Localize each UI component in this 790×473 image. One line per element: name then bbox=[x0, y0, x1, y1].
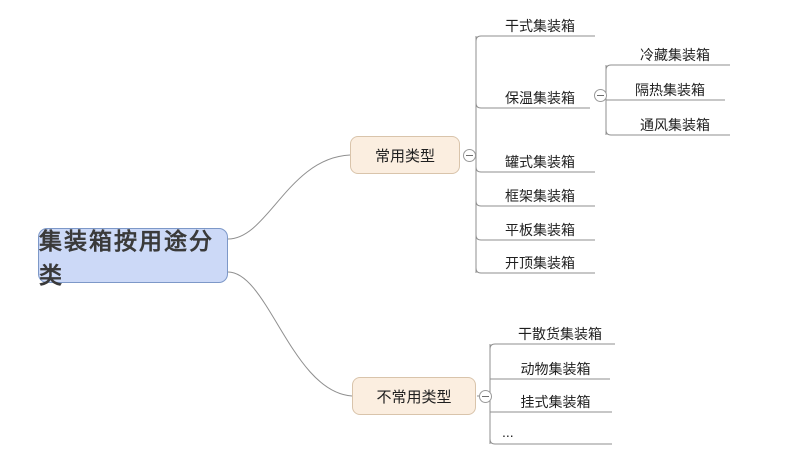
edge-common-child-1 bbox=[475, 35, 595, 42]
edge-root-to-uncommon bbox=[227, 271, 353, 397]
leaf-node-ventilated[interactable]: 通风集装箱 bbox=[620, 115, 730, 135]
leaf-node-more[interactable]: ... bbox=[502, 424, 542, 440]
leaf-node-dry-label: 干式集装箱 bbox=[505, 18, 575, 34]
branch-node-common-label: 常用类型 bbox=[374, 147, 435, 165]
branch-node-common[interactable]: 常用类型 bbox=[350, 136, 460, 174]
edge-uncommon-child-1 bbox=[489, 343, 615, 350]
leaf-node-hanger[interactable]: 挂式集装箱 bbox=[498, 392, 613, 412]
leaf-node-flatbed[interactable]: 平板集装箱 bbox=[485, 220, 595, 240]
leaf-node-livestock-label: 动物集装箱 bbox=[520, 361, 591, 377]
edge-insulated-child-1 bbox=[605, 64, 730, 71]
leaf-node-ventilated-label: 通风集装箱 bbox=[640, 117, 710, 133]
collapse-toggle-uncommon[interactable] bbox=[479, 390, 492, 403]
leaf-node-insulated-label: 保温集装箱 bbox=[505, 90, 575, 106]
leaf-node-tank[interactable]: 罐式集装箱 bbox=[485, 152, 595, 172]
branch-node-uncommon[interactable]: 不常用类型 bbox=[352, 377, 476, 415]
leaf-node-reefer-label: 冷藏集装箱 bbox=[640, 47, 710, 63]
leaf-node-drybulk[interactable]: 干散货集装箱 bbox=[500, 324, 620, 344]
leaf-node-livestock[interactable]: 动物集装箱 bbox=[498, 359, 613, 379]
leaf-node-reefer[interactable]: 冷藏集装箱 bbox=[620, 45, 730, 65]
branch-node-uncommon-label: 不常用类型 bbox=[376, 388, 452, 406]
leaf-node-flatbed-label: 平板集装箱 bbox=[505, 222, 575, 238]
collapse-toggle-insulated[interactable] bbox=[594, 89, 607, 102]
leaf-node-heatinsulated-label: 隔热集装箱 bbox=[635, 82, 705, 98]
leaf-node-drybulk-label: 干散货集装箱 bbox=[518, 326, 602, 342]
leaf-node-more-label: ... bbox=[502, 424, 514, 440]
leaf-node-opentop-label: 开顶集装箱 bbox=[505, 255, 575, 271]
root-node-label: 集装箱按用途分类 bbox=[39, 227, 214, 288]
leaf-node-hanger-label: 挂式集装箱 bbox=[520, 394, 591, 410]
leaf-node-insulated[interactable]: 保温集装箱 bbox=[485, 88, 595, 108]
leaf-node-dry[interactable]: 干式集装箱 bbox=[485, 16, 595, 36]
root-node[interactable]: 集装箱按用途分类 bbox=[38, 228, 228, 288]
collapse-toggle-common[interactable] bbox=[463, 149, 476, 162]
edge-root-to-common bbox=[227, 154, 351, 240]
leaf-node-heatinsulated[interactable]: 隔热集装箱 bbox=[615, 80, 725, 100]
leaf-node-opentop[interactable]: 开顶集装箱 bbox=[485, 253, 595, 273]
leaf-node-frame[interactable]: 框架集装箱 bbox=[485, 186, 595, 206]
leaf-node-tank-label: 罐式集装箱 bbox=[505, 154, 575, 170]
leaf-node-frame-label: 框架集装箱 bbox=[505, 188, 575, 204]
